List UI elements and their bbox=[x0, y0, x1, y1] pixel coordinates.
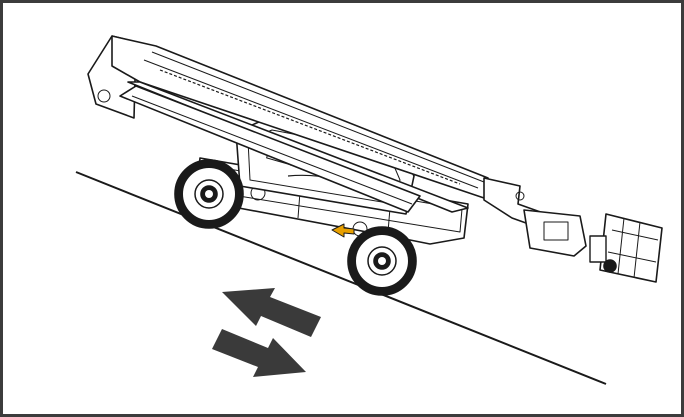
slope-line bbox=[75, 171, 607, 385]
arrow-down-slope-icon bbox=[212, 329, 306, 377]
slope-diagram bbox=[75, 35, 663, 385]
warning-arrow-decal bbox=[331, 223, 355, 238]
rear-wheel bbox=[347, 226, 417, 296]
front-wheel bbox=[174, 159, 244, 229]
jib-cylinder bbox=[523, 209, 587, 257]
arrow-up-slope-icon bbox=[222, 288, 321, 337]
boom-lift-icon bbox=[87, 35, 663, 296]
